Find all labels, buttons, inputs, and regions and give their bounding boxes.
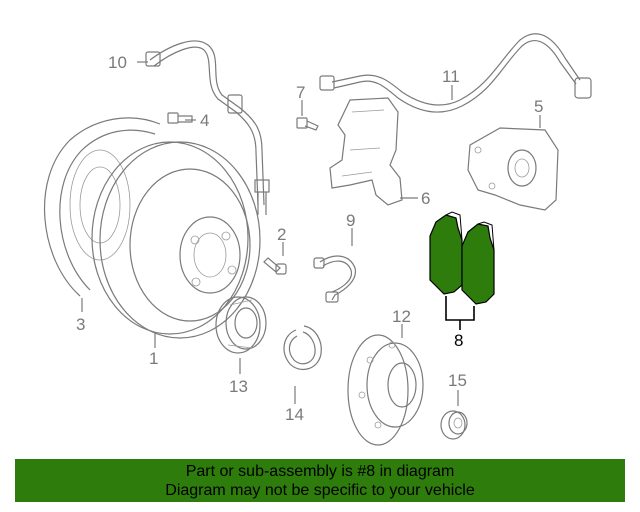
callout-4: 4	[200, 111, 209, 130]
callout-11: 11	[442, 67, 460, 86]
dust-shield[interactable]	[43, 117, 161, 297]
brake-hose[interactable]	[145, 40, 270, 215]
banner-line-2: Diagram may not be specific to your vehi…	[165, 482, 475, 499]
bolt-7[interactable]	[296, 117, 319, 131]
callout-5: 5	[534, 97, 543, 116]
wheel-hub[interactable]	[347, 334, 424, 446]
callout-2: 2	[277, 225, 286, 244]
callout-3: 3	[76, 315, 85, 334]
brake-rotor[interactable]	[91, 141, 261, 339]
snap-ring[interactable]	[283, 325, 322, 371]
wear-sensor-wire[interactable]	[319, 33, 592, 113]
callout-9: 9	[346, 211, 355, 230]
callout-7: 7	[296, 83, 305, 102]
brake-caliper[interactable]	[467, 127, 559, 211]
axle-nut[interactable]	[440, 410, 468, 440]
callout-1: 1	[149, 349, 158, 368]
callout-13: 13	[229, 377, 248, 396]
banner-line-1: Part or sub-assembly is #8 in diagram	[185, 463, 455, 480]
callout-12: 12	[392, 307, 411, 326]
callout-15: 15	[448, 371, 467, 390]
callout-6: 6	[421, 189, 430, 208]
bolt-2[interactable]	[263, 257, 287, 275]
caliper-bracket[interactable]	[329, 97, 403, 206]
wheel-bearing[interactable]	[215, 296, 267, 354]
callout-10: 10	[108, 53, 127, 72]
pad-wear-sensor[interactable]	[313, 255, 357, 303]
fitment-banner: Part or sub-assembly is #8 in diagram Di…	[15, 459, 625, 502]
callout-14: 14	[285, 405, 304, 424]
callout-8: 8	[454, 331, 463, 350]
parts-diagram: 10 7 4 5 6 11 9 2 3 1 13 14 12 15 8	[43, 33, 592, 446]
brake-pads[interactable]	[429, 211, 495, 305]
bolt-4[interactable]	[167, 112, 193, 124]
